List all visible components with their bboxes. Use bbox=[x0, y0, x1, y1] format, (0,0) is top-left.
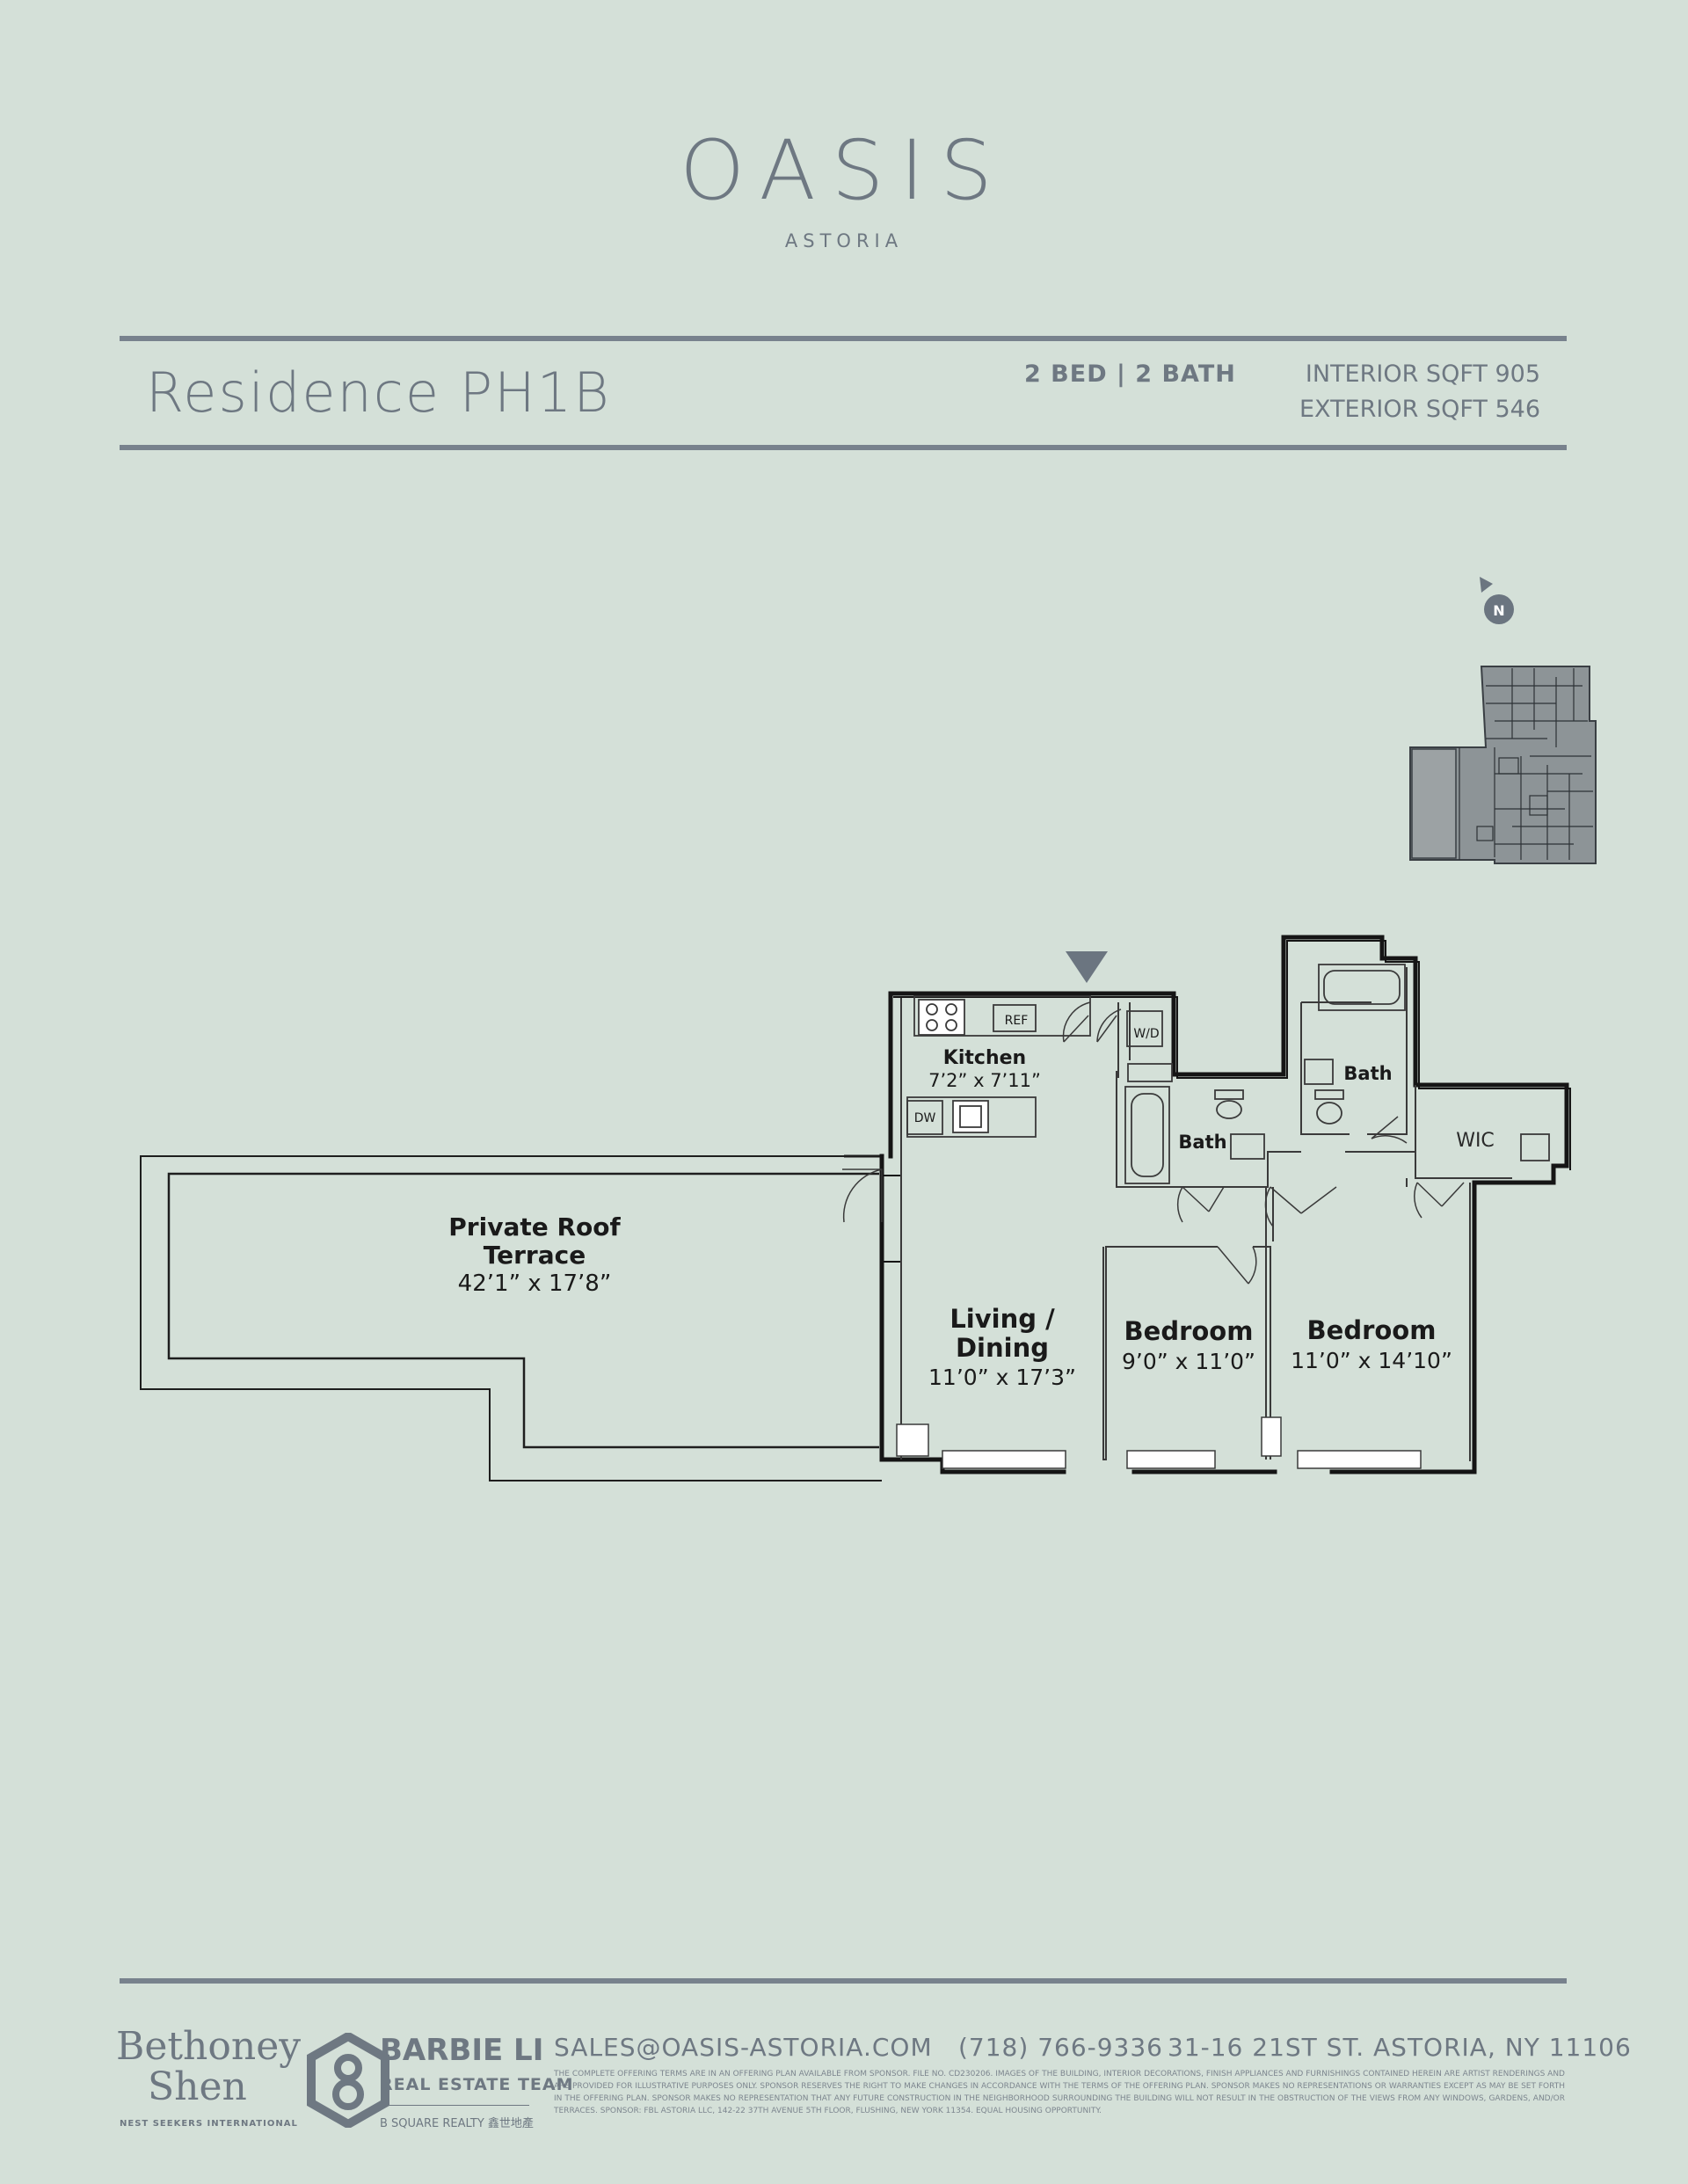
oasis-logo: OASIS bbox=[680, 123, 1008, 219]
terrace-dimensions: 42’1” x 17’8” bbox=[458, 1270, 612, 1297]
address-text: 31-16 21ST ST. ASTORIA, NY 11106 bbox=[1168, 2033, 1632, 2062]
floor-plan: N bbox=[140, 577, 1597, 1481]
kitchen-dimensions: 7’2” x 7’11” bbox=[928, 1070, 1041, 1091]
agent-2-team: REAL ESTATE TEAM bbox=[380, 2075, 574, 2094]
agent-1-name-line-1: Bethoney bbox=[116, 2024, 302, 2069]
agent-1-name-line-2: Shen bbox=[148, 2064, 247, 2109]
hexagon-logo-icon bbox=[307, 2033, 389, 2128]
kitchen-label: Kitchen bbox=[943, 1047, 1026, 1069]
footer-divider bbox=[120, 1978, 1567, 1984]
bath-fixtures bbox=[1124, 964, 1550, 1184]
door-swings bbox=[842, 1001, 1465, 1285]
washer-dryer-label: W/D bbox=[1133, 1027, 1159, 1041]
terrace-label-2: Terrace bbox=[484, 1241, 586, 1270]
living-label-1: Living / bbox=[950, 1304, 1055, 1334]
unit-walls bbox=[879, 935, 1571, 1474]
entry-arrow-icon bbox=[1066, 951, 1108, 983]
compass-north-icon: N bbox=[1480, 577, 1514, 624]
bed-bath-label: 2 BED | 2 BATH bbox=[1024, 360, 1236, 388]
legal-disclaimer: THE COMPLETE OFFERING TERMS ARE IN AN OF… bbox=[554, 2070, 1565, 2115]
bottom-divider bbox=[120, 445, 1567, 450]
dishwasher-label: DW bbox=[914, 1111, 936, 1125]
living-label-2: Dining bbox=[956, 1333, 1049, 1363]
exterior-sqft: EXTERIOR SQFT 546 bbox=[1299, 396, 1540, 423]
bedroom-2-dimensions: 11’0” x 14’10” bbox=[1291, 1348, 1452, 1373]
bath-2-label: Bath bbox=[1343, 1063, 1392, 1084]
terrace-label-1: Private Roof bbox=[448, 1212, 621, 1241]
room-labels: Private Roof Terrace 42’1” x 17’8” Kitch… bbox=[448, 1014, 1495, 1390]
bedroom-2-label: Bedroom bbox=[1307, 1315, 1437, 1345]
wic-label: WIC bbox=[1456, 1130, 1495, 1152]
phone-link[interactable]: (718) 766-9336 bbox=[958, 2033, 1163, 2062]
kitchen-fixtures bbox=[906, 995, 1173, 1138]
interior-sqft: INTERIOR SQFT 905 bbox=[1305, 360, 1540, 388]
logo-subtitle: ASTORIA bbox=[784, 230, 904, 251]
living-dimensions: 11’0” x 17’3” bbox=[928, 1365, 1076, 1390]
windows bbox=[896, 1416, 1422, 1469]
terrace-outline bbox=[140, 1154, 882, 1481]
ref-label: REF bbox=[1005, 1014, 1029, 1028]
bedroom-1-label: Bedroom bbox=[1124, 1316, 1254, 1346]
key-plan bbox=[1409, 666, 1597, 864]
residence-title: Residence PH1B bbox=[146, 360, 611, 425]
bath-1-label: Bath bbox=[1178, 1132, 1226, 1153]
agent-2-company: B SQUARE REALTY 鑫世地產 bbox=[380, 2117, 534, 2130]
interior-walls bbox=[900, 967, 1512, 1461]
email-link[interactable]: SALES@OASIS-ASTORIA.COM bbox=[554, 2033, 933, 2062]
compass-label: N bbox=[1493, 602, 1504, 619]
agent-2-divider bbox=[380, 2105, 529, 2106]
bedroom-1-dimensions: 9’0” x 11’0” bbox=[1122, 1349, 1255, 1374]
agent-1-company: NEST SEEKERS INTERNATIONAL bbox=[120, 2119, 298, 2129]
agent-2-name: BARBIE LI bbox=[380, 2033, 544, 2068]
top-divider bbox=[120, 336, 1567, 341]
